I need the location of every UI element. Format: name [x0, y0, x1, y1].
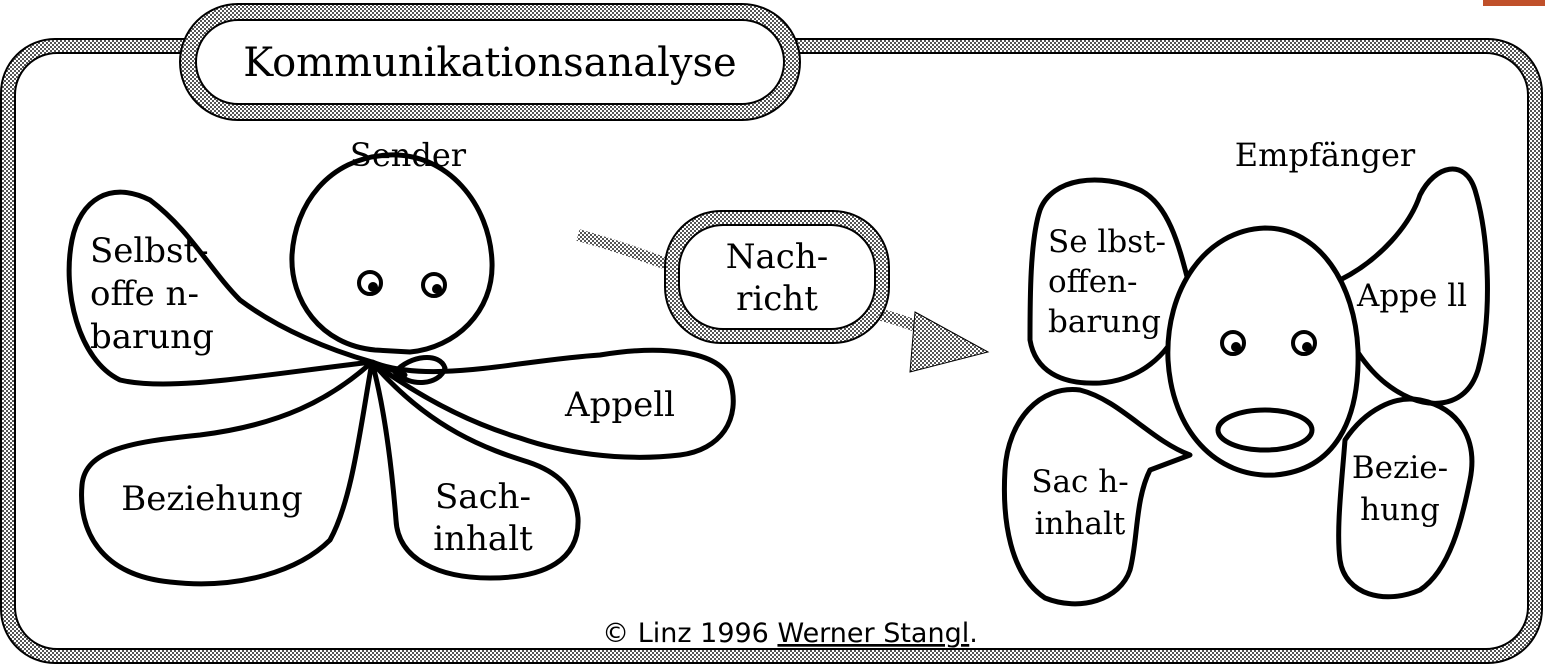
- receiver-head: [1165, 225, 1361, 478]
- sender-petal-sachinhalt: [369, 359, 581, 581]
- receiver-petal-appell: [1337, 166, 1490, 406]
- receiver-sachinhalt-line1: Sac h-: [1031, 464, 1128, 500]
- sender-petal-selbstoffenbarung: [66, 189, 375, 387]
- receiver-appell-label: Appe ll: [1356, 278, 1467, 314]
- receiver-petal-selbstoffenbarung: [1027, 177, 1193, 386]
- message-line2: richt: [736, 279, 818, 319]
- receiver-selbst-line3: barung: [1048, 304, 1161, 340]
- copyright-footer: © Linz 1996 Werner Stangl.: [602, 618, 978, 649]
- page-title: Kommunikationsanalyse: [243, 40, 736, 86]
- sender-figure: [66, 152, 736, 587]
- sender-heading: Sender: [350, 136, 467, 174]
- receiver-petal-sachinhalt: [1001, 387, 1193, 607]
- receiver-selbst-line1: Se lbst-: [1048, 224, 1166, 260]
- footer-suffix: .: [969, 618, 978, 649]
- receiver-figure: [1001, 166, 1490, 607]
- sender-sachinhalt-line1: Sach-: [435, 477, 531, 517]
- receiver-beziehung-line2: hung: [1360, 492, 1440, 528]
- sender-selbst-line1: Selbst-: [90, 231, 209, 271]
- message-bubble: Nach- richt: [664, 210, 890, 344]
- receiver-heading: Empfänger: [1235, 136, 1416, 174]
- footer-prefix: © Linz 1996: [602, 618, 777, 649]
- author-link[interactable]: Werner Stangl: [777, 618, 969, 649]
- title-pill: Kommunikationsanalyse: [179, 3, 801, 121]
- sender-selbst-line3: barung: [90, 317, 214, 357]
- receiver-sachinhalt-line2: inhalt: [1035, 506, 1126, 542]
- corner-accent: [1483, 0, 1545, 6]
- receiver-beziehung-line1: Bezie-: [1352, 450, 1448, 486]
- sender-petal-appell: [369, 347, 736, 460]
- sender-appell-label: Appell: [564, 385, 675, 425]
- sender-selbst-line2: offe n-: [90, 274, 199, 314]
- sender-beziehung-label: Beziehung: [121, 479, 302, 519]
- sender-petal-beziehung: [79, 359, 375, 587]
- sender-head: [289, 152, 495, 355]
- message-line1: Nach-: [726, 237, 828, 277]
- sender-sachinhalt-line2: inhalt: [433, 519, 533, 559]
- receiver-selbst-line2: offen-: [1048, 264, 1137, 300]
- receiver-petal-beziehung: [1336, 396, 1475, 600]
